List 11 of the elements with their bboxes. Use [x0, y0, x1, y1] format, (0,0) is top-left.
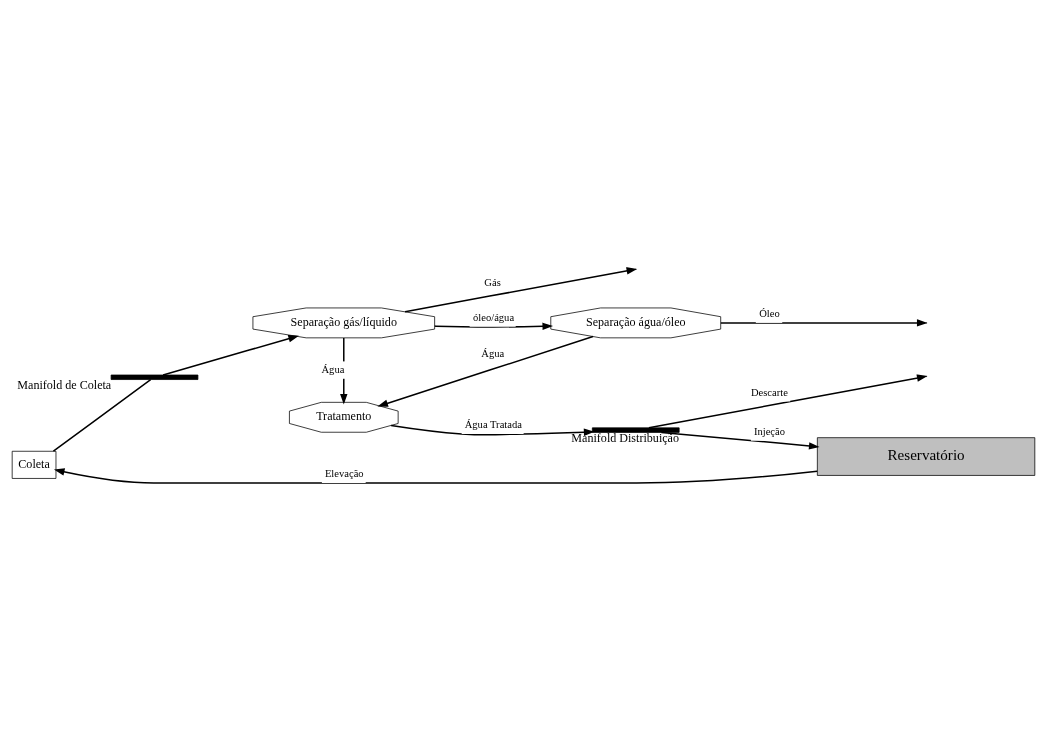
- edge-label: Água: [481, 347, 505, 359]
- node-label: Manifold de Coleta: [17, 377, 112, 392]
- edge-label: Óleo: [759, 307, 780, 319]
- edge-label: óleo/água: [473, 311, 515, 323]
- edge-label: Elevação: [324, 467, 364, 479]
- edge-label: Água Tratada: [464, 418, 522, 430]
- node-label: Manifold Distribuição: [571, 430, 680, 445]
- edge-label: Descarte: [750, 386, 788, 398]
- edge-label: Gás: [484, 276, 501, 288]
- edge-label: Injeção: [753, 425, 786, 437]
- edge-label: Água: [321, 363, 345, 375]
